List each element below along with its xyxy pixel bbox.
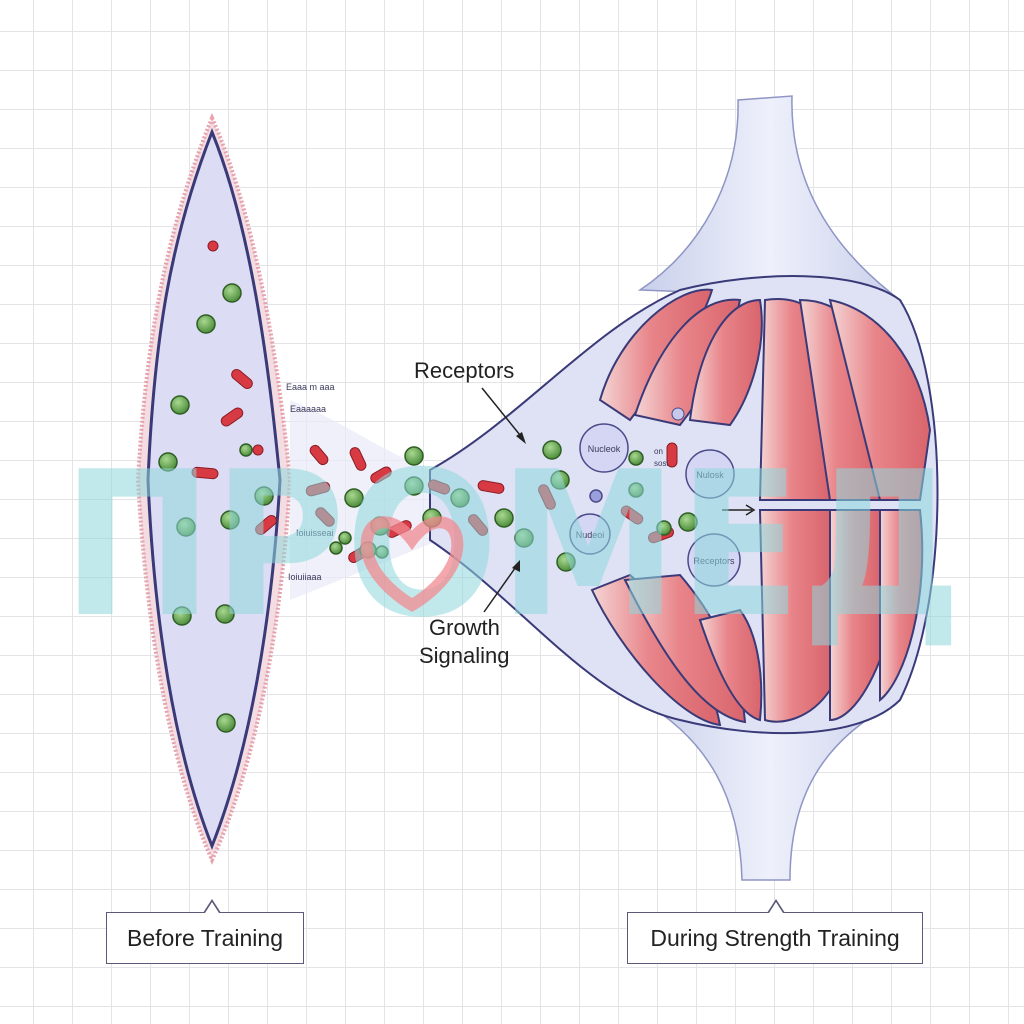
hypertrophied-muscle bbox=[429, 95, 939, 881]
nuclei: Nucleok Nulosk Nudeoi Receptors bbox=[569, 407, 741, 587]
before-training-label-box: Before Training bbox=[106, 899, 304, 964]
tiny-annotations: Eaaa m aaa Eaaaaaa Ioiuisseai Ioiuiiaaa … bbox=[286, 382, 668, 582]
nucleus-2 bbox=[685, 449, 735, 499]
lower-fiber-bundles bbox=[590, 509, 924, 727]
tiny-text-4: Ioiuiiaaa bbox=[288, 572, 322, 582]
tiny-text-1: Eaaa m aaa bbox=[286, 382, 335, 392]
upper-fiber-bundles bbox=[598, 288, 932, 501]
tiny-text-5: on bbox=[654, 447, 663, 456]
nucleus-3 bbox=[569, 513, 611, 555]
nucleus-4 bbox=[687, 533, 741, 587]
receptors-label: Receptors bbox=[414, 358, 514, 383]
growth-label-line2: Signaling bbox=[419, 643, 510, 668]
cell-body bbox=[146, 127, 282, 851]
tiny-text-2: Eaaaaaa bbox=[290, 404, 326, 414]
nucleus-4-label: Receptors bbox=[693, 556, 735, 566]
growth-label-line1: Growth bbox=[429, 615, 500, 640]
tiny-text-3: Ioiuisseai bbox=[296, 528, 334, 538]
nucleus-1-label: Nucleok bbox=[588, 444, 621, 454]
tendon-bottom bbox=[637, 699, 901, 881]
callout-pointer bbox=[767, 899, 785, 913]
tendon-top bbox=[637, 95, 903, 301]
watermark: ПРОМЕД bbox=[62, 429, 962, 662]
small-vesicle bbox=[671, 407, 685, 421]
nucleus-3-label: Nudeoi bbox=[576, 530, 605, 540]
during-training-label: During Strength Training bbox=[650, 924, 900, 951]
callout-pointer bbox=[203, 899, 221, 913]
nucleus-2-label: Nulosk bbox=[696, 470, 724, 480]
nucleus-1 bbox=[579, 423, 629, 473]
tiny-text-6: sosl bbox=[654, 459, 668, 468]
receptors-callout: Receptors bbox=[414, 358, 526, 444]
green-particles bbox=[158, 283, 698, 733]
watermark-heart bbox=[360, 516, 464, 612]
during-training-label-box: During Strength Training bbox=[627, 899, 923, 964]
resting-muscle-cell bbox=[135, 112, 293, 865]
before-training-label: Before Training bbox=[127, 924, 283, 951]
signal-stream bbox=[290, 400, 440, 600]
growth-signaling-callout: Growth Signaling bbox=[419, 560, 520, 668]
internal-arrow bbox=[722, 504, 756, 516]
